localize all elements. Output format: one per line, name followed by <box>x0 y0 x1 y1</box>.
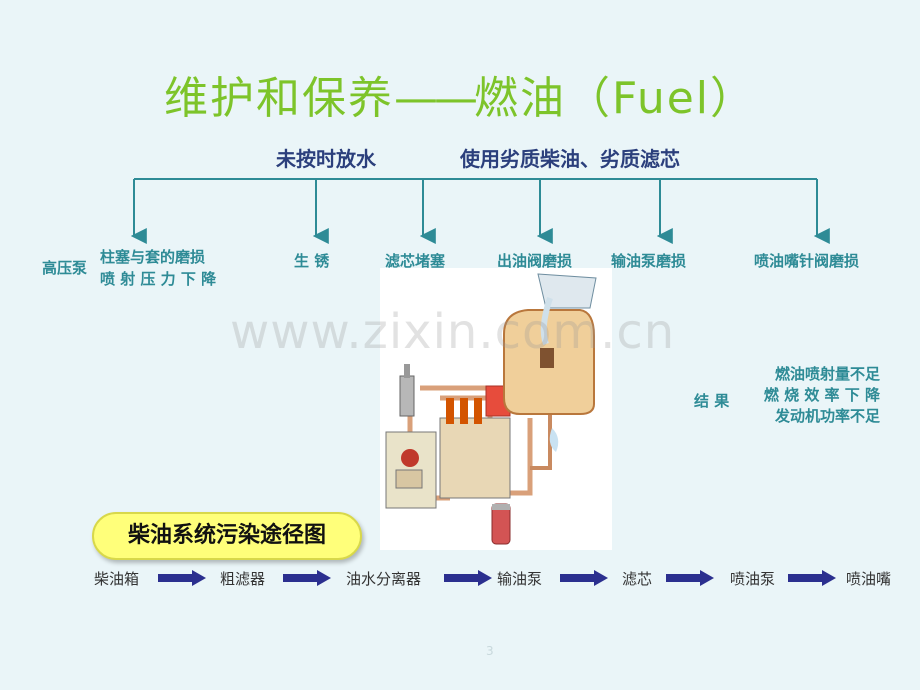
result-item: 燃 烧 效 率 下 降 <box>763 386 880 404</box>
flow-arrow-icon <box>283 570 331 586</box>
flow-step: 滤芯 <box>622 570 653 588</box>
watermark: www.zixin.com.cn <box>230 304 676 360</box>
effect-valve: 出油阀磨损 <box>497 252 573 270</box>
effect-pump-line1: 柱塞与套的磨损 <box>100 248 206 266</box>
flow-arrow-icon <box>444 570 492 586</box>
page-title: 维护和保养——燃油（Fuel） <box>0 62 920 126</box>
fuel-system-illustration <box>380 268 612 550</box>
flow-arrow-icon <box>158 570 206 586</box>
result-list: 燃油喷射量不足 燃 烧 效 率 下 降 发动机功率不足 <box>734 364 880 427</box>
effect-pump-line2: 喷 射 压 力 下 降 <box>100 270 217 288</box>
effect-pump-prefix: 高压泵 <box>42 259 88 277</box>
cause-left: 未按时放水 <box>276 147 376 171</box>
flow-step: 喷油泵 <box>730 570 776 588</box>
page-number: 3 <box>486 644 494 658</box>
cause-right: 使用劣质柴油、劣质滤芯 <box>460 147 680 171</box>
flow-step: 柴油箱 <box>94 570 140 588</box>
result-label: 结 果 <box>694 392 730 410</box>
flow-arrow-icon <box>666 570 714 586</box>
effect-nozzle: 喷油嘴针阀磨损 <box>754 252 860 270</box>
effect-rust: 生 锈 <box>294 252 330 270</box>
flow-step: 粗滤器 <box>220 570 266 588</box>
flow-step: 喷油嘴 <box>846 570 892 588</box>
result-item: 燃油喷射量不足 <box>774 365 880 383</box>
flow-arrow-icon <box>788 570 836 586</box>
diagram-caption-badge: 柴油系统污染途径图 <box>92 512 362 560</box>
flow-step: 输油泵 <box>497 570 543 588</box>
title-topic: 燃油（Fuel） <box>473 73 757 124</box>
title-dash: —— <box>393 73 478 124</box>
flow-step: 油水分离器 <box>346 570 422 588</box>
effect-feedpump: 输油泵磨损 <box>611 252 687 270</box>
result-item: 发动机功率不足 <box>774 407 880 425</box>
effect-filter: 滤芯堵塞 <box>385 252 446 270</box>
flow-arrow-icon <box>560 570 608 586</box>
title-main: 维护和保养 <box>163 73 394 124</box>
